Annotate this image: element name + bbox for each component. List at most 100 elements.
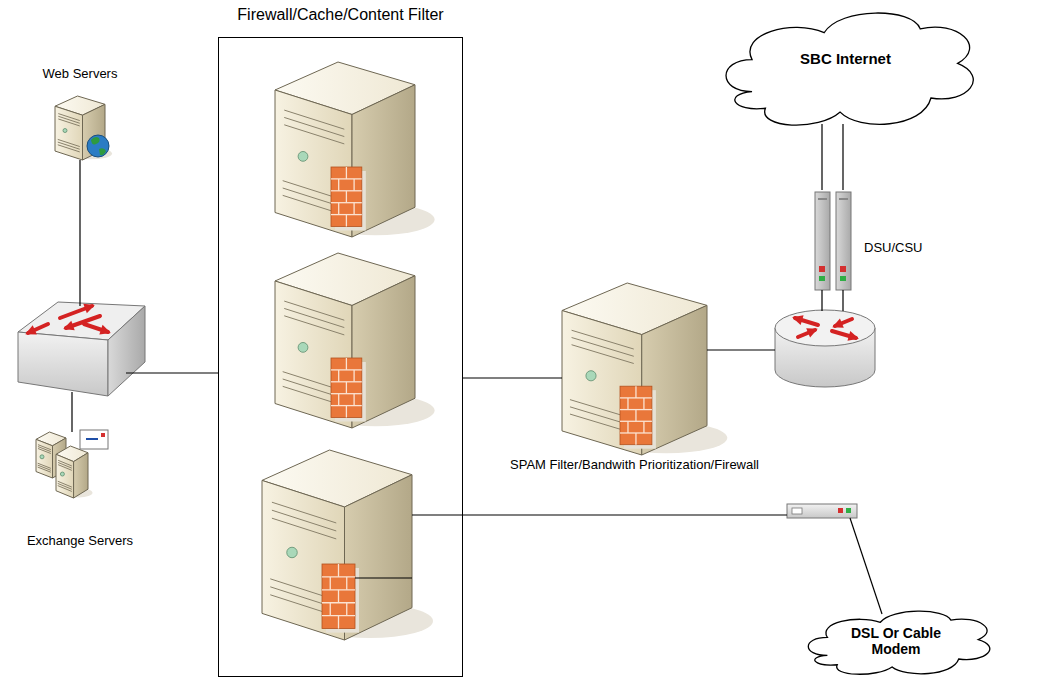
- bay-line: [272, 502, 336, 523]
- wire: [822, 290, 843, 311]
- modem-icon: [787, 504, 857, 518]
- bay-line: [572, 337, 634, 356]
- wire: [850, 518, 882, 614]
- mortar: [346, 191, 347, 203]
- bay-line: [272, 518, 336, 539]
- server-icon: [56, 446, 92, 498]
- mortar: [338, 394, 339, 406]
- mortar: [635, 386, 636, 398]
- envelope: [80, 430, 108, 449]
- wire: [71, 392, 72, 432]
- dsu-unit: [815, 192, 830, 290]
- mortar: [338, 616, 339, 629]
- led-green: [840, 276, 846, 281]
- mortar: [353, 394, 354, 406]
- mortar: [346, 358, 347, 370]
- mortar: [338, 370, 339, 382]
- mortar: [353, 179, 354, 191]
- led-green: [819, 276, 825, 281]
- server-icon: [275, 253, 435, 428]
- bay-line: [38, 467, 51, 472]
- bay-line: [58, 486, 72, 492]
- led-red: [838, 508, 843, 513]
- server-front: [36, 439, 53, 478]
- envelope-icon: [80, 430, 108, 449]
- cloud-outline: [726, 13, 973, 125]
- power-led: [298, 342, 308, 352]
- group-heading: Firewall/Cache/Content Filter: [179, 6, 502, 24]
- stray-line: [355, 577, 412, 578]
- device-node: SPAM Filter/Bandwith Prioritization/Fire…: [562, 283, 707, 455]
- cloud-label: DSL Or Cable Modem: [848, 625, 944, 657]
- switch-side: [108, 306, 145, 396]
- mortar: [346, 577, 347, 590]
- switch-icon: [18, 302, 145, 396]
- bay-line: [58, 119, 79, 126]
- mortar: [338, 564, 339, 577]
- server-icon: [275, 62, 435, 237]
- bay-line: [284, 117, 344, 136]
- wire: [126, 372, 218, 373]
- globe-icon: [87, 135, 109, 157]
- mortar: [353, 370, 354, 382]
- bay-line: [572, 345, 634, 364]
- mortar: [353, 203, 354, 215]
- power-led: [586, 371, 596, 381]
- cloud-label: SBC Internet: [766, 50, 926, 67]
- server-icon: [55, 96, 112, 160]
- wire: [79, 160, 80, 306]
- switch-front: [18, 332, 108, 396]
- globe: [87, 135, 109, 157]
- mortar: [346, 406, 347, 418]
- envelope-line: [86, 438, 98, 440]
- bay-line: [284, 110, 344, 129]
- wire: [707, 349, 775, 350]
- mortar: [338, 590, 339, 603]
- modem: [787, 504, 857, 518]
- server-icon: [262, 450, 433, 640]
- device-label: Exchange Servers: [8, 533, 152, 548]
- red-arrowhead: [63, 321, 75, 331]
- mortar: [346, 215, 347, 227]
- bay-line: [58, 145, 80, 152]
- router-top: [775, 310, 875, 346]
- led-green: [846, 508, 851, 513]
- server-icon: [562, 283, 727, 455]
- red-arrowhead: [792, 315, 803, 325]
- mortar: [635, 410, 636, 422]
- mortar: [643, 421, 644, 433]
- firewall-brick: [331, 358, 362, 418]
- mortar: [643, 398, 644, 410]
- firewall-brick: [620, 386, 652, 444]
- bay-line: [284, 316, 344, 335]
- server-front: [56, 454, 74, 498]
- stamp: [101, 433, 105, 437]
- power-led: [298, 151, 308, 161]
- wire: [412, 514, 787, 515]
- network-cloud: SBC Internet: [712, 2, 979, 130]
- globe-land: [91, 137, 106, 155]
- server-front: [55, 106, 83, 160]
- red-arrowhead: [25, 325, 37, 334]
- dsu-slot: [839, 198, 848, 200]
- network-cloud: DSL Or Cable Modem: [798, 605, 994, 677]
- red-arrowhead: [83, 304, 95, 314]
- power-led: [63, 129, 67, 133]
- led-red: [819, 266, 825, 272]
- connector: [463, 378, 562, 379]
- power-led: [287, 547, 298, 558]
- connector: [822, 124, 843, 190]
- mortar: [346, 382, 347, 394]
- dsu-unit: [836, 192, 851, 290]
- bay-line: [284, 301, 344, 320]
- bay-line: [284, 308, 344, 327]
- device-node: Web Servers: [30, 66, 130, 166]
- bay-line: [272, 510, 336, 531]
- mortar: [338, 179, 339, 191]
- mortar: [346, 603, 347, 616]
- device-label: Web Servers: [30, 66, 130, 81]
- firewall-brick: [322, 564, 355, 629]
- bay-line: [284, 125, 344, 144]
- modem-port: [792, 508, 802, 514]
- red-arrowhead: [99, 325, 110, 335]
